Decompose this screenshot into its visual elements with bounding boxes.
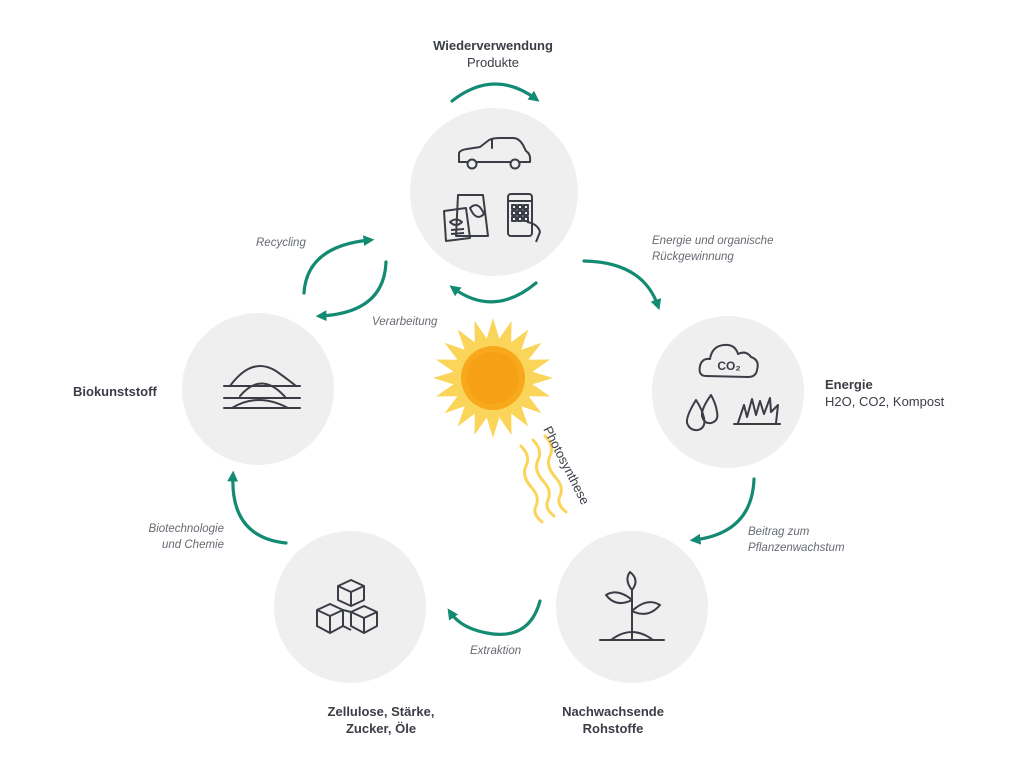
arrow-label-plant-growth-line2: Pflanzenwachstum bbox=[748, 542, 845, 554]
arrow-label-recycling-text: Recycling bbox=[256, 237, 306, 249]
node-energy-subtitle: H2O, CO2, Kompost bbox=[825, 394, 945, 409]
arrow-label-energy-recovery-line2: Rückgewinnung bbox=[652, 251, 734, 263]
arrow-label-processing-text: Verarbeitung bbox=[372, 316, 438, 328]
node-products-subtitle: Produkte bbox=[466, 55, 520, 70]
arrow-recycling-bottom bbox=[315, 260, 388, 322]
car-icon bbox=[458, 137, 532, 170]
water-drops-icon bbox=[685, 394, 719, 432]
arrow-label-plant-growth: Beitrag zum Pflanzenwachstum bbox=[748, 524, 845, 556]
co2-label: CO₂ bbox=[717, 359, 740, 373]
arrow-reuse bbox=[450, 82, 540, 103]
snack-bag-icon bbox=[443, 194, 489, 242]
arrow-biotech bbox=[227, 470, 288, 545]
arrow-label-extraction: Extraktion bbox=[470, 643, 521, 659]
sun-icon bbox=[433, 318, 553, 438]
arrow-label-energy-recovery-line1: Energie und organische bbox=[652, 235, 774, 247]
node-products-title: Wiederverwendung bbox=[433, 38, 553, 53]
node-energy-label: Energie H2O, CO2, Kompost bbox=[825, 376, 944, 410]
node-energy-title: Energie bbox=[825, 377, 873, 392]
granulate-pile-icon bbox=[223, 365, 301, 409]
arrow-recycling-top bbox=[302, 235, 375, 295]
grass-icon bbox=[733, 397, 781, 425]
arrow-extraction bbox=[447, 599, 542, 636]
arrow-label-extraction-text: Extraktion bbox=[470, 645, 522, 657]
node-products-circle bbox=[410, 108, 578, 276]
arrow-label-processing: Verarbeitung bbox=[372, 314, 437, 330]
arrow-label-plant-growth-line1: Beitrag zum bbox=[748, 526, 810, 538]
smartphone-icon bbox=[507, 193, 541, 243]
node-bioplastic-circle bbox=[182, 313, 334, 465]
node-cellulose-title-line2: Zucker, Öle bbox=[345, 721, 417, 736]
node-bioplastic-label: Biokunststoff bbox=[73, 383, 157, 400]
cubes-icon bbox=[316, 579, 378, 634]
arrow-label-biotech-line2: und Chemie bbox=[161, 539, 224, 551]
co2-cloud-icon bbox=[698, 343, 759, 378]
node-products-label: Wiederverwendung Produkte bbox=[433, 37, 553, 71]
node-cellulose-title-line1: Zellulose, Stärke, bbox=[327, 704, 435, 719]
node-cellulose-label: Zellulose, Stärke, Zucker, Öle bbox=[328, 703, 435, 737]
sprout-icon bbox=[599, 571, 665, 641]
arrow-label-recycling: Recycling bbox=[256, 235, 306, 251]
arrow-plant-growth bbox=[689, 477, 756, 545]
arrow-processing bbox=[449, 281, 538, 304]
node-raw-title-line2: Rohstoffe bbox=[582, 721, 644, 736]
arrow-label-biotech-line1: Biotechnologie bbox=[148, 523, 224, 535]
node-raw-label: Nachwachsende Rohstoffe bbox=[562, 703, 664, 737]
node-bioplastic-title: Biokunststoff bbox=[73, 384, 157, 399]
node-cellulose-circle bbox=[274, 531, 426, 683]
arrow-energy-recovery bbox=[582, 259, 662, 311]
light-rays-icon bbox=[519, 434, 568, 524]
arrow-label-biotech: Biotechnologie und Chemie bbox=[124, 521, 224, 553]
node-raw-title-line1: Nachwachsende bbox=[562, 704, 664, 719]
node-energy-circle bbox=[652, 316, 804, 468]
arrow-label-energy-recovery: Energie und organische Rückgewinnung bbox=[652, 233, 773, 265]
